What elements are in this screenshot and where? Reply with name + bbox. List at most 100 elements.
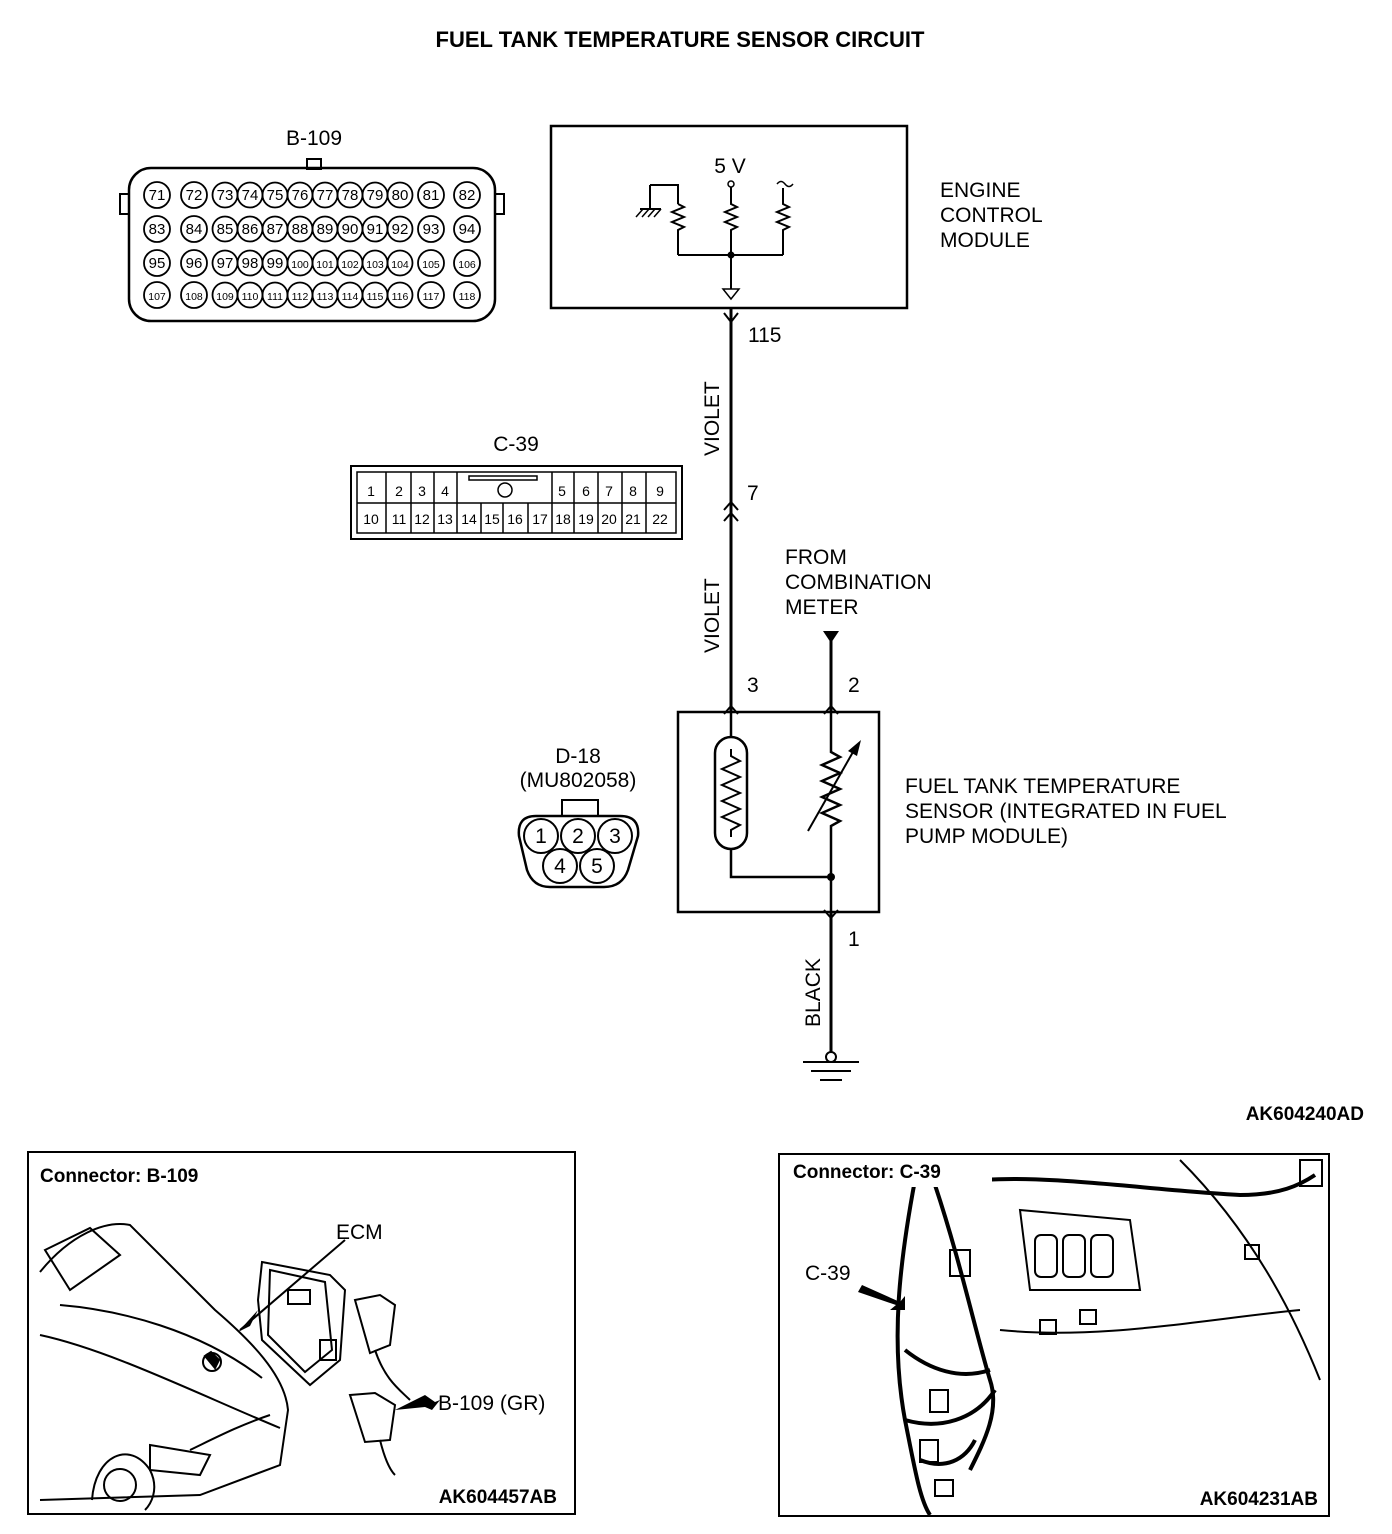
b109-pin-label: 114 (342, 291, 359, 303)
b109-pin-label: 101 (316, 259, 334, 271)
ecm-label-line-2: CONTROL (940, 204, 1043, 227)
c39-terminal-7: 7 (747, 482, 759, 505)
b109-pin-label: 84 (186, 221, 203, 238)
b109-pin-circle (417, 281, 445, 309)
c39-pin-label: 15 (484, 511, 500, 527)
location-b109-connector-label: B-109 (GR) (438, 1392, 545, 1415)
b109-pin-label: 71 (149, 187, 166, 204)
b109-pin-circle (143, 181, 171, 209)
b109-pin-circle (453, 215, 481, 243)
wire-color-violet-lower: VIOLET (701, 578, 724, 653)
diagram-code: AK604240AD (1246, 1104, 1364, 1125)
location-b109-code: AK604457AB (439, 1487, 557, 1508)
b109-pin-label: 106 (458, 259, 476, 271)
b109-pin-label: 103 (366, 259, 384, 271)
b109-pin-label: 86 (242, 221, 259, 238)
b109-pin-label: 94 (459, 221, 476, 238)
c39-pin-label: 7 (605, 483, 613, 499)
b109-pin-circle (417, 215, 445, 243)
b109-pin-label: 104 (391, 259, 409, 271)
dashboard-panel-illustration (919, 1159, 1323, 1497)
b109-pin-label: 88 (292, 221, 309, 238)
b109-pin-label: 117 (423, 291, 440, 303)
c39-pin-label: 1 (367, 483, 375, 499)
b109-pin-circle (453, 181, 481, 209)
b109-pin-label: 118 (459, 291, 476, 303)
sensor-label-line-3: PUMP MODULE) (905, 825, 1068, 848)
b109-pin-circle (386, 215, 414, 243)
d18-pin-3: 3 (609, 825, 621, 848)
b109-pin-label: 79 (367, 187, 384, 204)
b109-pin-label: 76 (292, 187, 309, 204)
c39-pin-label: 22 (652, 511, 668, 527)
car-illustration (39, 1223, 290, 1511)
b109-pin-label: 82 (459, 187, 476, 204)
b109-pin-label: 75 (267, 187, 284, 204)
b109-pin-label: 85 (217, 221, 234, 238)
b109-pin-label: 109 (216, 291, 234, 303)
c39-pin-label: 13 (437, 511, 453, 527)
from-meter-line-1: FROM (785, 546, 847, 569)
b109-pin-label: 92 (392, 221, 409, 238)
ecm-illustration (256, 1260, 411, 1476)
b109-pin-circle (386, 249, 414, 277)
b109-pin-label: 73 (217, 187, 234, 204)
b109-pin-label: 74 (242, 187, 259, 204)
location-c39-connector-label: C-39 (805, 1262, 851, 1285)
b109-pin-circle (453, 249, 481, 277)
b109-pin-label: 80 (392, 187, 409, 204)
location-c39-heading: Connector: C-39 (793, 1162, 941, 1183)
b109-pin-label: 81 (423, 187, 440, 204)
fuel-tank-temperature-sensor: 1 FUEL TANK TEMPERATURE SENSOR (INTEGRAT… (676, 710, 1227, 951)
b109-pin-label: 96 (186, 255, 203, 272)
b109-pin-label: 112 (292, 291, 309, 303)
c39-pin-label: 21 (625, 511, 641, 527)
from-combination-meter: FROM COMBINATION METER 2 (785, 546, 932, 715)
connector-d18-name: D-18 (555, 745, 601, 768)
b109-pin-circle (417, 181, 445, 209)
b109-pin-label: 110 (242, 291, 259, 303)
violet-wire: 115 VIOLET 7 VIOLET 3 (701, 308, 781, 715)
from-meter-line-2: COMBINATION (785, 571, 932, 594)
c39-pin-label: 6 (582, 483, 590, 499)
location-b109-heading: Connector: B-109 (40, 1166, 198, 1187)
b109-pin-label: 87 (267, 221, 284, 238)
b109-pin-circle (180, 181, 208, 209)
ecm-label-line-1: ENGINE (940, 179, 1021, 202)
b109-pin-label: 83 (149, 221, 166, 238)
c39-pin-label: 17 (532, 511, 548, 527)
connector-d18-part-number: (MU802058) (520, 769, 637, 792)
b109-pin-circle (417, 249, 445, 277)
c39-pin-label: 14 (461, 511, 477, 527)
black-ground-wire: BLACK (802, 912, 859, 1081)
ecm-supply-voltage: 5 V (714, 155, 746, 178)
b109-pin-label: 78 (342, 187, 359, 204)
sensor-label-line-1: FUEL TANK TEMPERATURE (905, 775, 1180, 798)
location-b109-ecm-label: ECM (336, 1221, 383, 1244)
b109-pin-circle (453, 281, 481, 309)
b109-pin-circle (386, 281, 414, 309)
diagram-title: FUEL TANK TEMPERATURE SENSOR CIRCUIT (436, 27, 925, 52)
b109-pin-label: 98 (242, 255, 259, 272)
c39-pin-label: 9 (656, 483, 664, 499)
b109-pin-label: 90 (342, 221, 359, 238)
sensor-label: FUEL TANK TEMPERATURE SENSOR (INTEGRATED… (905, 775, 1227, 848)
b109-pin-circle (180, 281, 208, 309)
d18-pin-2: 2 (572, 825, 584, 848)
b109-pin-label: 116 (392, 291, 409, 303)
location-panel-c39: Connector: C-39 C-39 AK604231AB (778, 1153, 1330, 1517)
b109-pin-label: 100 (291, 259, 309, 271)
c39-pin-label: 10 (363, 511, 379, 527)
b109-pin-label: 111 (267, 291, 283, 303)
b109-pin-circle (143, 249, 171, 277)
b109-pin-circle (143, 215, 171, 243)
c39-pin-label: 20 (601, 511, 617, 527)
sensor-terminal-3: 3 (747, 674, 759, 697)
b109-pin-circle (180, 249, 208, 277)
b109-pin-label: 97 (217, 255, 234, 272)
c39-pin-label: 11 (392, 511, 407, 527)
wire-color-violet-upper: VIOLET (701, 381, 724, 456)
wire-color-black: BLACK (802, 958, 825, 1027)
